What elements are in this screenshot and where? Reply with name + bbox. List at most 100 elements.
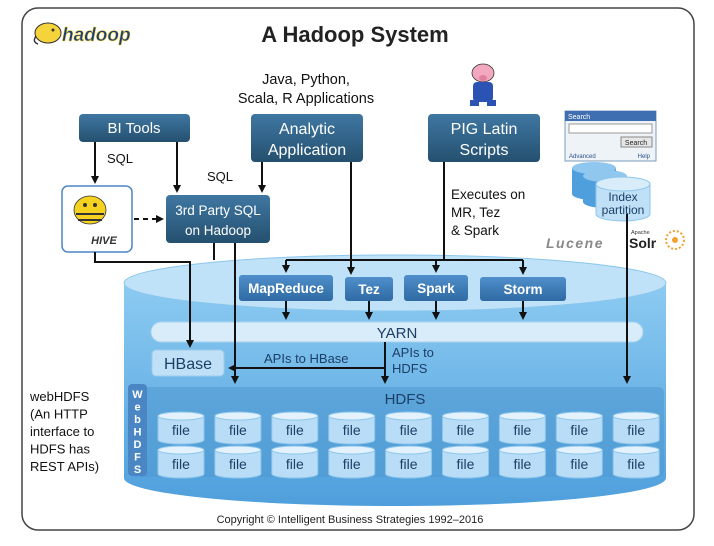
hive-label: HIVE xyxy=(91,235,117,247)
webhdfs-note-line: webHDFS xyxy=(29,389,90,404)
engine-mapreduce: MapReduce xyxy=(239,275,333,301)
languages-line-1: Java, Python, xyxy=(262,72,350,88)
engine-label: Storm xyxy=(503,282,542,297)
webhdfs-letter: b xyxy=(134,414,141,426)
sql3p-label-1: 3rd Party SQL xyxy=(175,203,261,218)
webhdfs-note-line: interface to xyxy=(30,424,94,439)
index-label-1: Index xyxy=(608,190,637,204)
file-label: file xyxy=(172,422,190,438)
pig-latin-box: PIG Latin Scripts xyxy=(428,114,540,162)
lucene-logo: Lucene xyxy=(546,235,604,251)
hdfs-file-grid: file file file file file file file file file file… xyxy=(157,411,660,479)
hbase-box xyxy=(151,349,225,377)
file-cylinder: file xyxy=(612,411,660,445)
webhdfs-note-line: (An HTTP xyxy=(30,407,88,422)
yarn-band xyxy=(150,321,644,343)
file-label: file xyxy=(343,456,361,472)
file-cylinder: file xyxy=(555,411,603,445)
executes-label-1: Executes on xyxy=(451,187,525,202)
webhdfs-letter: F xyxy=(134,452,141,464)
bi-tools-label: BI Tools xyxy=(107,120,160,137)
connectors xyxy=(91,142,631,384)
file-cylinder: file xyxy=(442,445,489,479)
file-label: file xyxy=(400,422,418,438)
copyright: Copyright © Intelligent Business Strateg… xyxy=(217,514,484,526)
hive-bee-icon xyxy=(73,195,107,225)
solr-logo: Solr xyxy=(629,235,657,251)
elephant-icon xyxy=(33,22,62,45)
file-cylinder: file xyxy=(271,411,319,445)
hbase-label: HBase xyxy=(164,356,212,373)
yarn-label: YARN xyxy=(377,325,418,342)
page-title: A Hadoop System xyxy=(261,22,448,47)
hive-logo: HIVE xyxy=(61,185,133,253)
webhdfs-letter: S xyxy=(134,464,141,476)
webhdfs-note-line: HDFS has xyxy=(30,442,90,457)
file-label: file xyxy=(286,422,304,438)
search-advanced-link: Advanced xyxy=(569,154,596,160)
webhdfs-letter: e xyxy=(134,402,140,414)
file-cylinder: file xyxy=(612,445,660,479)
webhdfs-letter: D xyxy=(134,439,142,451)
file-label: file xyxy=(343,422,361,438)
file-label: file xyxy=(627,456,645,472)
file-cylinder: file xyxy=(214,411,262,445)
file-cylinder: file xyxy=(555,445,603,479)
sql-label-left: SQL xyxy=(107,151,133,166)
file-label: file xyxy=(400,456,418,472)
file-cylinder: file xyxy=(157,411,205,445)
file-cylinder: file xyxy=(385,445,433,479)
file-cylinder: file xyxy=(328,445,376,479)
engine-spark: Spark xyxy=(404,275,468,301)
sql-label-mid: SQL xyxy=(207,169,233,184)
solr-apache-label: Apache xyxy=(631,230,650,236)
file-label: file xyxy=(570,422,588,438)
analytic-label-1: Analytic xyxy=(279,121,335,138)
pig-mascot-icon xyxy=(470,63,496,106)
file-label: file xyxy=(172,456,190,472)
engine-label: Tez xyxy=(358,282,380,297)
file-label: file xyxy=(286,456,304,472)
hadoop-logo: hadoop xyxy=(33,22,131,46)
file-cylinder: file xyxy=(328,411,376,445)
file-cylinder: file xyxy=(498,445,546,479)
search-help-link: Help xyxy=(638,154,651,160)
file-label: file xyxy=(457,422,475,438)
third-party-sql-box: 3rd Party SQL on Hadoop xyxy=(166,195,270,243)
file-label: file xyxy=(513,456,531,472)
analytic-application-box: Analytic Application xyxy=(251,114,363,162)
engine-tez: Tez xyxy=(345,277,393,301)
index-partition-stack: Index partition xyxy=(572,162,651,222)
index-label-2: partition xyxy=(602,203,645,217)
file-label: file xyxy=(513,422,531,438)
webhdfs-strip xyxy=(128,384,147,476)
pig-label-1: PIG Latin xyxy=(451,121,518,138)
apis-to-hdfs-label-1: APIs to xyxy=(392,345,434,360)
sql3p-label-2: on Hadoop xyxy=(185,223,251,238)
analytic-label-2: Application xyxy=(268,142,346,159)
webhdfs-letter: H xyxy=(134,427,142,439)
file-cylinder: file xyxy=(214,445,262,479)
apis-to-hdfs-label-2: HDFS xyxy=(392,361,428,376)
file-label: file xyxy=(627,422,645,438)
file-cylinder: file xyxy=(157,445,205,479)
executes-label-2: MR, Tez xyxy=(451,205,501,220)
webhdfs-letter: W xyxy=(132,389,143,401)
search-widget: Search Search Advanced Help xyxy=(564,110,657,162)
search-input xyxy=(568,123,653,134)
engine-storm: Storm xyxy=(480,277,566,301)
pig-label-2: Scripts xyxy=(460,142,509,159)
file-label: file xyxy=(229,456,247,472)
engine-label: Spark xyxy=(417,281,455,296)
logo-text: hadoop xyxy=(62,25,131,46)
file-cylinder: file xyxy=(498,411,546,445)
bi-tools-box: BI Tools xyxy=(79,114,190,142)
apis-to-hbase-label: APIs to HBase xyxy=(264,351,349,366)
file-cylinder: file xyxy=(271,445,319,479)
hdfs-label: HDFS xyxy=(385,391,426,408)
file-cylinder: file xyxy=(442,411,489,445)
file-cylinder: file xyxy=(385,411,433,445)
